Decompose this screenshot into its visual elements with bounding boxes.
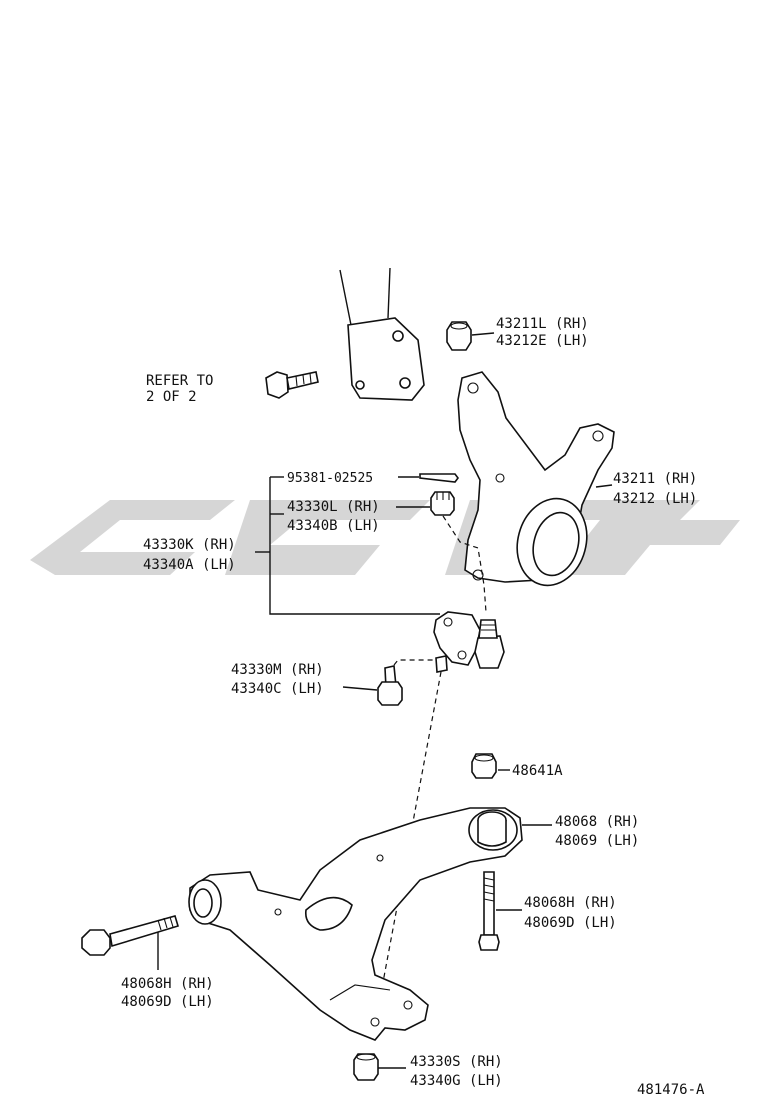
- ball-joint-rh: 43330K (RH): [143, 537, 236, 553]
- label-castle-nut: 43330L (RH) 43340B (LH): [287, 499, 380, 534]
- front-bolt-rh: 48068H (RH): [121, 976, 214, 992]
- cotter-pin-icon: [398, 473, 459, 483]
- ball-joint-icon: [433, 611, 505, 673]
- arm-nut-code: 48641A: [512, 763, 563, 779]
- castle-nut-lh: 43340B (LH): [287, 518, 380, 534]
- upper-nut-icon: [446, 321, 495, 351]
- castle-nut-icon: [396, 491, 487, 613]
- label-knuckle: 43211 (RH) 43212 (LH): [613, 471, 697, 507]
- joint-bolt-icon: [342, 659, 436, 706]
- upper-nut-lh: 43212E (LH): [496, 333, 589, 349]
- label-ball-joint: 43330K (RH) 43340A (LH): [143, 537, 236, 573]
- label-arm-nut: 48641A: [512, 763, 563, 779]
- lower-arm-lh: 48069 (LH): [555, 833, 639, 849]
- label-upper-nut: 43211L (RH) 43212E (LH): [496, 316, 589, 349]
- arm-nut-icon: [471, 753, 510, 779]
- diagram-id: 481476-A: [637, 1082, 705, 1098]
- label-joint-bolt: 43330M (RH) 43340C (LH): [231, 662, 324, 697]
- lower-control-arm-icon: [188, 807, 552, 1041]
- label-bottom-nut: 43330S (RH) 43340G (LH): [410, 1054, 503, 1089]
- refer-bolt-icon: [265, 371, 319, 399]
- ball-joint-lh: 43340A (LH): [143, 557, 236, 573]
- strut-assembly: [339, 267, 425, 401]
- refer-note-line1: REFER TO: [146, 373, 213, 389]
- steering-knuckle-icon: [457, 371, 615, 587]
- upper-nut-rh: 43211L (RH): [496, 316, 589, 332]
- label-cotter-pin: 95381-02525: [287, 471, 373, 486]
- bottom-nut-icon: [353, 1053, 406, 1081]
- assembly-guide-line: [374, 671, 442, 1026]
- front-bolt-icon: [81, 915, 179, 970]
- joint-bolt-lh: 43340C (LH): [231, 681, 324, 697]
- ball-joint-bracket: [255, 476, 440, 615]
- rear-bolt-lh: 48069D (LH): [524, 915, 617, 931]
- cotter-pin-code: 95381-02525: [287, 471, 373, 486]
- bottom-nut-lh: 43340G (LH): [410, 1073, 503, 1089]
- refer-note-line2: 2 OF 2: [146, 389, 197, 405]
- bottom-nut-rh: 43330S (RH): [410, 1054, 503, 1070]
- front-bolt-lh: 48069D (LH): [121, 994, 214, 1010]
- rear-bolt-icon: [478, 871, 522, 951]
- knuckle-rh: 43211 (RH): [613, 471, 697, 487]
- label-rear-bolt: 48068H (RH) 48069D (LH): [524, 895, 617, 931]
- label-front-bolt: 48068H (RH) 48069D (LH): [121, 976, 214, 1010]
- lower-arm-rh: 48068 (RH): [555, 814, 639, 830]
- label-lower-arm: 48068 (RH) 48069 (LH): [555, 814, 639, 849]
- castle-nut-rh: 43330L (RH): [287, 499, 380, 515]
- watermark-logo: [30, 500, 740, 575]
- knuckle-lh: 43212 (LH): [613, 491, 697, 507]
- rear-bolt-rh: 48068H (RH): [524, 895, 617, 911]
- label-refer-note: REFER TO 2 OF 2: [146, 373, 213, 405]
- joint-bolt-rh: 43330M (RH): [231, 662, 324, 678]
